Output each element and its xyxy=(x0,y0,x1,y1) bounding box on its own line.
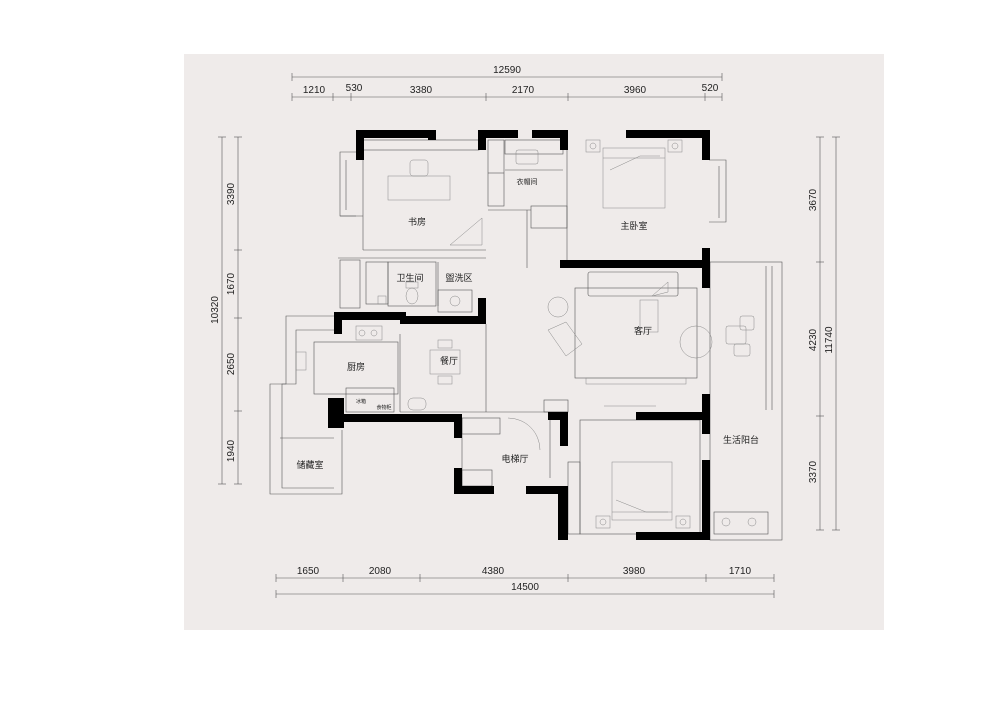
kitchen-sink xyxy=(295,351,307,371)
dining-chair-bottom xyxy=(437,375,453,385)
dim-left-seg-4: 1940 xyxy=(226,439,237,462)
dim-bottom-seg-1: 1650 xyxy=(297,566,320,577)
dimension-left: 10320 3390 1670 2650 1940 xyxy=(210,136,242,485)
armchair-left xyxy=(547,321,583,357)
label-dining-room: 餐厅 xyxy=(440,355,458,367)
dim-top-seg-1: 1210 xyxy=(303,85,326,96)
dim-left-total: 10320 xyxy=(210,296,221,324)
shower-drain xyxy=(377,295,387,305)
balcony-chair-2 xyxy=(739,315,755,331)
label-cloakroom: 衣帽间 xyxy=(517,177,538,186)
dim-top-total: 12590 xyxy=(493,65,521,76)
dim-right-seg-1: 3670 xyxy=(808,188,819,211)
dim-bottom-seg-4: 3980 xyxy=(623,566,646,577)
label-washing-area: 盥洗区 xyxy=(445,272,472,284)
label-fridge: 冰箱 xyxy=(356,398,366,405)
cooktop xyxy=(355,325,383,341)
nightstand-3 xyxy=(595,515,611,529)
study-cabinet xyxy=(449,217,483,246)
label-kitchen: 厨房 xyxy=(347,361,365,373)
dimension-bottom: 1650 2080 4380 3980 1710 14500 xyxy=(275,566,775,598)
dimension-right: 3670 4230 3370 11740 xyxy=(808,136,840,531)
dim-right-seg-2: 4230 xyxy=(808,328,819,351)
toilet-tank xyxy=(405,281,419,289)
dim-right-total: 11740 xyxy=(824,326,835,354)
entry-door-swing xyxy=(507,417,541,451)
dim-bottom-seg-3: 4380 xyxy=(482,566,505,577)
round-table xyxy=(679,325,713,359)
nightstand-4 xyxy=(675,515,691,529)
washer xyxy=(721,517,731,527)
dim-left-seg-1: 3390 xyxy=(226,182,237,205)
tv-cabinet xyxy=(585,377,687,385)
dim-top-seg-5: 3960 xyxy=(624,85,647,96)
dining-table xyxy=(429,349,461,375)
wash-basin xyxy=(449,295,461,307)
side-table xyxy=(547,296,569,318)
second-bed xyxy=(611,461,673,521)
cloakroom-stool xyxy=(515,149,539,165)
label-pantry: 食物柜 xyxy=(376,404,391,411)
master-bed xyxy=(602,147,666,209)
coffee-table xyxy=(639,299,659,333)
dim-top-seg-2: 530 xyxy=(346,83,363,94)
walls xyxy=(328,130,710,540)
floor-lamp xyxy=(651,281,669,297)
dim-bottom-total: 14500 xyxy=(511,582,539,593)
label-elevator-hall: 电梯厅 xyxy=(501,453,528,465)
dim-left-seg-2: 1670 xyxy=(226,272,237,295)
dim-left-seg-3: 2650 xyxy=(226,352,237,375)
dimension-top: 12590 1210 530 3380 2170 3960 520 xyxy=(291,65,723,101)
label-study: 书房 xyxy=(408,216,426,228)
label-storage-room: 储藏室 xyxy=(296,459,323,471)
dim-bottom-seg-5: 1710 xyxy=(729,566,752,577)
interior-lines xyxy=(269,139,783,541)
dim-top-seg-3: 3380 xyxy=(410,85,433,96)
drawing-panel xyxy=(184,54,884,630)
plant xyxy=(407,397,427,411)
dim-top-seg-4: 2170 xyxy=(512,85,535,96)
label-bathroom: 卫生间 xyxy=(396,272,423,284)
furniture xyxy=(295,139,757,529)
nightstand-left xyxy=(585,139,601,153)
balcony-chair-3 xyxy=(733,343,751,357)
study-chair xyxy=(409,159,429,177)
dim-top-seg-6: 520 xyxy=(702,83,719,94)
dining-chair-top xyxy=(437,339,453,349)
nightstand-right xyxy=(667,139,683,153)
label-living-room: 客厅 xyxy=(634,325,652,337)
dim-bottom-seg-2: 2080 xyxy=(369,566,392,577)
label-master-bedroom: 主卧室 xyxy=(620,220,647,232)
dryer xyxy=(747,517,757,527)
dim-right-seg-3: 3370 xyxy=(808,460,819,483)
label-balcony: 生活阳台 xyxy=(723,434,759,446)
room-labels: 书房 衣帽间 主卧室 卫生间 盥洗区 客厅 厨房 冰箱 食物柜 餐厅 储藏室 电… xyxy=(296,177,759,471)
